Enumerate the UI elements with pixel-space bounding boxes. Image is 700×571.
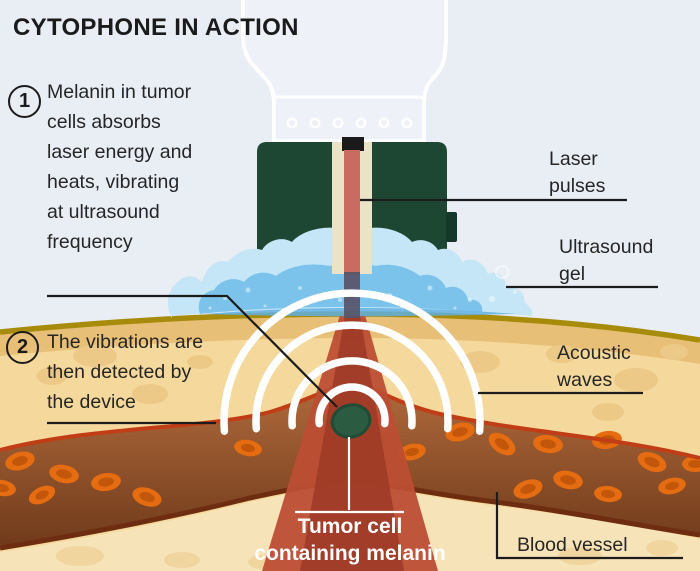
acoustic-wave-arcs [220, 289, 484, 435]
device-side-button [446, 212, 457, 242]
red-blood-cell [49, 464, 79, 484]
red-blood-cell [682, 456, 700, 472]
probe-handle-outline [241, 0, 448, 143]
acoustic-wave-arc [315, 383, 389, 428]
red-blood-cell [132, 487, 162, 507]
callout-line-tumor-caption [295, 437, 404, 514]
step-2-marker: 2 [6, 331, 39, 364]
step-1-number: 1 [18, 90, 31, 112]
acoustic-wave-arc [288, 357, 416, 430]
step-1-marker: 1 [8, 85, 41, 118]
red-blood-cell [513, 479, 543, 499]
red-blood-cells [0, 422, 700, 507]
red-blood-cell [488, 432, 516, 456]
red-blood-cell [91, 472, 121, 492]
red-blood-cell [594, 485, 622, 503]
tumor-cell-shape [330, 403, 372, 439]
red-blood-cell [637, 451, 667, 473]
callout-line-step1-to-tumor [47, 294, 338, 408]
red-blood-cell [28, 485, 56, 505]
step-2-number: 2 [16, 336, 29, 358]
acoustic-wave-arc [252, 321, 452, 433]
red-blood-cell [533, 434, 563, 454]
red-blood-cell [658, 477, 686, 495]
callout-line-blood-vessel [495, 492, 683, 560]
red-blood-cell [0, 479, 16, 497]
red-blood-cell [445, 422, 475, 442]
page-title: CYTOPHONE IN ACTION [13, 14, 299, 41]
handle-vent-holes [286, 117, 413, 129]
laser-path [344, 150, 360, 274]
acoustic-wave-arc [220, 289, 484, 435]
red-blood-cell [234, 439, 262, 457]
red-blood-cell [553, 470, 583, 490]
label-blood-vessel: Blood vessel [517, 534, 628, 556]
callout-lines [47, 198, 683, 560]
laser-channel [332, 137, 372, 318]
red-blood-cell [5, 451, 35, 471]
